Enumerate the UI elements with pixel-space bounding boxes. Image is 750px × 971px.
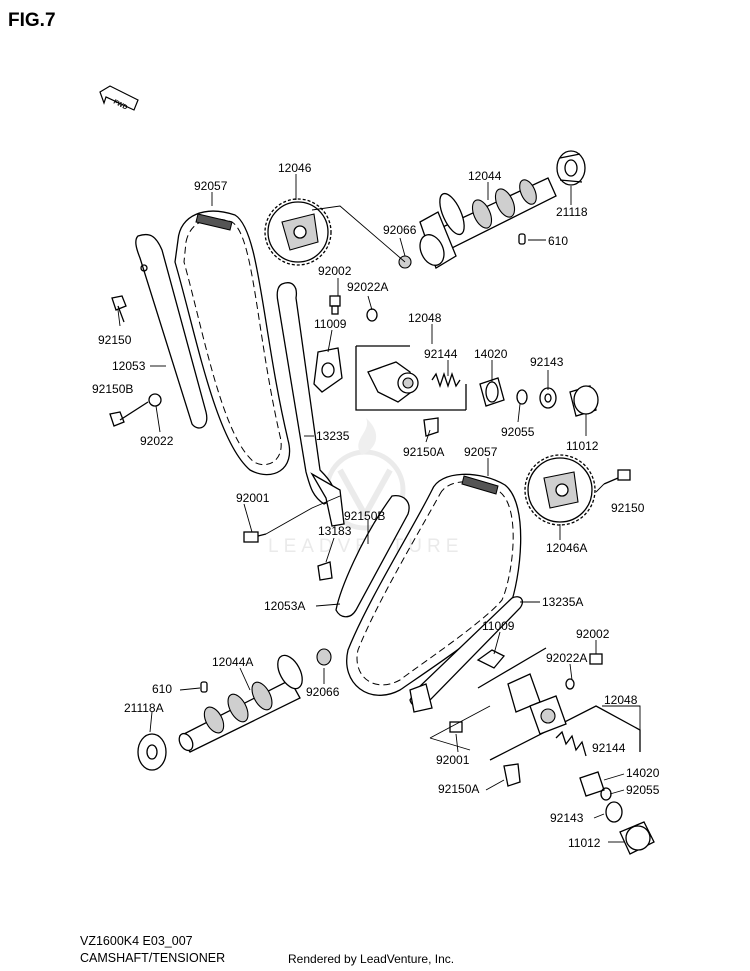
callout-92150B-center: 92150B — [344, 509, 385, 523]
washer-92022 — [148, 393, 162, 407]
callout-92022A-lower: 92022A — [546, 651, 587, 665]
callout-12046: 12046 — [278, 161, 312, 175]
callout-92144: 92144 — [424, 347, 458, 361]
callout-92002: 92002 — [318, 264, 352, 278]
callout-92002-lower: 92002 — [576, 627, 610, 641]
chain-guide-12053A — [335, 495, 410, 618]
model-code: VZ1600K4 E03_007 — [80, 934, 193, 948]
cam-cap-21118A — [137, 733, 167, 771]
callout-12046A: 12046A — [546, 541, 587, 555]
callout-92143: 92143 — [530, 355, 564, 369]
callout-11012: 11012 — [566, 439, 599, 453]
callout-12053A: 12053A — [264, 599, 305, 613]
tensioner-guide-13235 — [276, 282, 345, 527]
cam-sprocket-12046 — [264, 198, 332, 266]
callout-92001-lower: 92001 — [436, 753, 470, 767]
washer-92022A-lower — [565, 678, 575, 690]
cam-cap-21118 — [556, 150, 586, 186]
callout-92057-lower: 92057 — [464, 445, 498, 459]
callout-11009-lower: 11009 — [482, 619, 515, 633]
dowel-pin-610 — [518, 233, 526, 245]
callout-92150-right: 92150 — [611, 501, 645, 515]
cam-chain-92057 — [174, 210, 291, 476]
callout-92143-lower: 92143 — [550, 811, 584, 825]
fwd-arrow-icon: FWD — [99, 85, 139, 112]
callout-92055-lower: 92055 — [626, 783, 660, 797]
nut-14020 — [479, 377, 505, 407]
bolt-92001-upper — [243, 531, 267, 543]
oring-92055-lower — [600, 787, 612, 801]
callout-labels: 92057 12046 12044 92066 21118 610 92002 … — [92, 161, 660, 850]
callout-92055: 92055 — [501, 425, 535, 439]
spring-92144-lower — [555, 730, 587, 757]
callout-12053: 12053 — [112, 359, 146, 373]
bolt-92150B-upper — [109, 401, 149, 427]
cam-sprocket-12046A — [524, 454, 596, 526]
bolt-92001-lower — [449, 721, 463, 733]
bolt-92002-upper — [329, 295, 341, 315]
callout-11012-lower: 11012 — [568, 836, 601, 850]
callout-14020-lower: 14020 — [626, 766, 660, 780]
callout-13183: 13183 — [318, 524, 352, 538]
nut-14020-lower — [579, 771, 605, 797]
callout-12044: 12044 — [468, 169, 502, 183]
callout-92150A-lower: 92150A — [438, 782, 479, 796]
figure-title: FIG.7 — [8, 10, 56, 31]
callout-92150-left: 92150 — [98, 333, 132, 347]
cap-11012 — [569, 385, 599, 417]
callout-14020: 14020 — [474, 347, 508, 361]
callout-11009: 11009 — [314, 317, 347, 331]
oring-92055 — [516, 389, 528, 405]
cam-chain-92057-lower — [346, 473, 522, 696]
callout-13235A: 13235A — [542, 595, 583, 609]
callout-610: 610 — [548, 234, 568, 248]
bolt-92150A-upper — [423, 417, 439, 437]
callout-92022: 92022 — [140, 434, 174, 448]
tensioner-12048-lower — [477, 647, 641, 761]
bushing-92066-lower — [316, 648, 332, 666]
bolt-92150A-lower — [503, 763, 521, 787]
leader-lines — [117, 174, 641, 843]
tensioner-guide-13235A — [409, 596, 524, 713]
callout-12048: 12048 — [408, 311, 442, 325]
washer-92022A-upper — [366, 308, 378, 322]
section-title: CAMSHAFT/TENSIONER — [80, 951, 225, 965]
camshaft-12044 — [419, 177, 557, 269]
cap-11012-lower — [619, 821, 655, 855]
bracket-13183 — [317, 561, 333, 581]
callout-92001-upper: 92001 — [236, 491, 270, 505]
callout-92066: 92066 — [383, 223, 417, 237]
callout-92022A: 92022A — [347, 280, 388, 294]
callout-21118: 21118 — [556, 205, 588, 219]
bolt-92002-lower — [589, 653, 603, 665]
callout-92066-lower: 92066 — [306, 685, 340, 699]
collar-92143 — [539, 387, 557, 409]
callout-92144-lower: 92144 — [592, 741, 626, 755]
rendered-by: Rendered by LeadVenture, Inc. — [288, 952, 454, 966]
gasket-11009-lower — [476, 649, 506, 669]
callout-610-lower: 610 — [152, 682, 172, 696]
bolt-92150-upper — [111, 295, 127, 323]
dowel-pin-610-lower — [200, 681, 208, 693]
callout-21118A: 21118A — [124, 701, 164, 715]
tensioner-12048 — [355, 345, 467, 411]
chain-guide-12053 — [135, 233, 208, 429]
gasket-11009 — [313, 347, 343, 393]
callout-13235: 13235 — [316, 429, 350, 443]
callout-92057-upper: 92057 — [194, 179, 228, 193]
callout-12044A: 12044A — [212, 655, 253, 669]
bolt-92150-lower — [603, 469, 631, 485]
callout-92150B-left: 92150B — [92, 382, 133, 396]
callout-92150A-upper: 92150A — [403, 445, 444, 459]
callout-12048-lower: 12048 — [604, 693, 638, 707]
spring-92144 — [431, 371, 461, 389]
camshaft-12044A — [178, 654, 303, 753]
collar-92143-lower — [605, 801, 623, 823]
leadventure-watermark: LEADVENTURE — [268, 418, 458, 557]
